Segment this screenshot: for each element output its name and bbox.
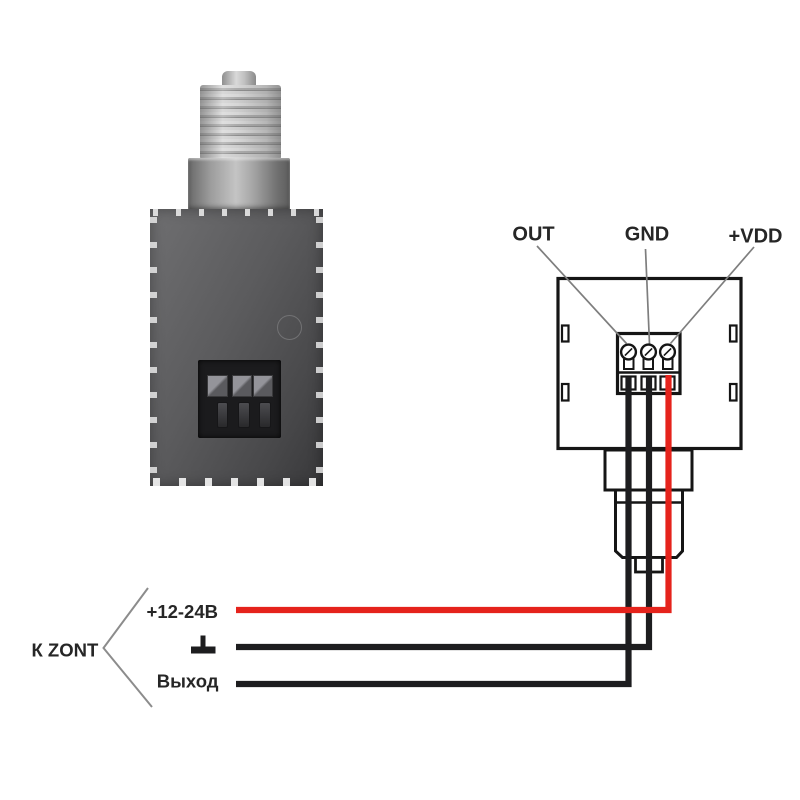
sensor-photo-threaded-fitting: [200, 85, 281, 160]
connector-port: [253, 375, 273, 397]
mount-tab: [728, 324, 738, 343]
sensor-photo-nipple: [222, 71, 256, 87]
mount-tab: [560, 382, 570, 402]
pin-label-vdd: +VDD: [729, 226, 783, 248]
sensor-photo-collar: [188, 158, 290, 210]
pin-leader-lines: [536, 245, 755, 345]
destination-label: К ZONT: [32, 640, 99, 661]
sensor-photo-edge-serration: [150, 217, 157, 478]
connector-pin: [259, 402, 271, 428]
connector-port: [207, 375, 228, 397]
sensor-photo-edge-serration: [316, 217, 323, 478]
sensor-photo-edge-serration: [153, 209, 320, 216]
wire-ground: [236, 377, 653, 651]
wire-output: [236, 377, 632, 688]
mount-tab: [560, 324, 570, 343]
ground-symbol-icon: [191, 635, 216, 654]
wire-label-output: Выход: [157, 671, 219, 692]
sensor-photo-terminal-connector: [198, 360, 281, 438]
wire-label-power: +12-24В: [147, 601, 218, 622]
sensor-photo-body: [150, 209, 323, 486]
pin-label-gnd: GND: [625, 224, 669, 246]
sensor-photo-edge-serration: [153, 478, 320, 486]
pin-label-out: OUT: [512, 224, 554, 246]
connector-pin: [217, 402, 228, 428]
zont-brace: [102, 587, 153, 708]
sensor-photo-mounting-hole: [277, 315, 302, 340]
mount-tab: [728, 382, 738, 402]
connector-port: [232, 375, 252, 397]
connector-pin: [238, 402, 250, 428]
wire-power: [236, 375, 672, 614]
